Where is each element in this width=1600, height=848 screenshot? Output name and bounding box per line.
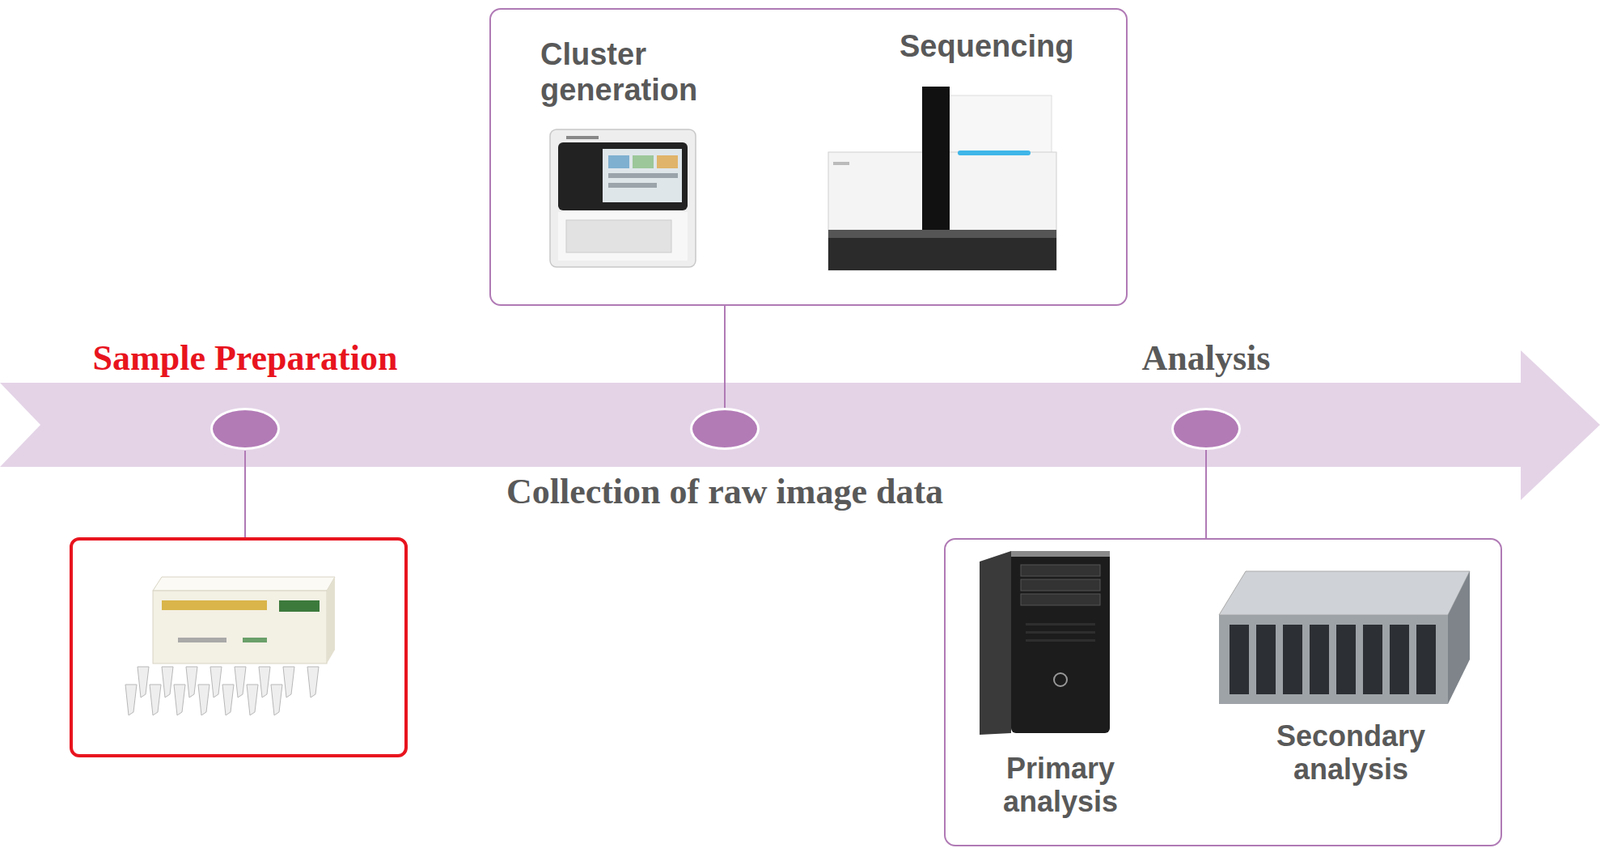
workstation-tower-part [1020,564,1101,576]
phase-dot: Analysis [1171,407,1241,450]
rack-server-part-part [1336,624,1356,695]
reagent-kit-part [152,576,335,591]
reagent-kit [125,576,335,716]
reagent-kit-part-part [186,666,198,698]
reagent-kit-part-part [307,666,319,698]
reagent-kit-part [326,576,335,664]
workstation-tower [979,550,1110,735]
reagent-kit-part [161,600,267,610]
reagent-kit-part-part [222,684,234,716]
cluster-station-part [632,155,654,169]
reagent-kit-part [242,637,267,643]
rack-server-part-part [1282,624,1303,695]
connector-line [1205,449,1207,538]
reagent-kit-part-part [210,666,222,698]
sequencer-part [946,95,1052,157]
sequencer-part [828,229,1057,238]
reagent-kit-part [125,666,319,716]
reagent-kit-part [152,590,327,664]
phase-dot: Collection of raw image data [689,407,760,450]
rack-server-part-part [1256,624,1276,695]
rack-server-part-part [1416,624,1436,695]
reagent-kit-part-part [246,684,259,716]
rack-server-part [1447,571,1470,704]
workstation-tower-part [1020,579,1101,591]
phase-dot: Sample Preparation [210,407,280,450]
reagent-kit-part-part [270,684,283,716]
cluster-station-part [608,182,657,188]
rack-server-part [1219,571,1470,615]
workstation-tower-part [1011,550,1110,557]
highlight-frame [71,538,407,756]
reagent-kit-part-part [283,666,295,698]
workstation-tower-part [1025,622,1096,626]
reagent-kit-part-part [149,684,161,716]
phase-label: Sample Preparation [93,338,398,380]
step-label: Secondary analysis [1245,719,1457,787]
workstation-tower-part [1025,639,1096,642]
leader-line [245,450,246,539]
reagent-kit-part-part [198,684,210,716]
reagent-kit-part-part [234,666,246,698]
workstation-tower-part [1025,630,1096,634]
cluster-station-part [566,135,599,140]
cluster-station-part [608,173,678,178]
rack-server-part-part [1309,624,1330,695]
highlight-frame-part [71,538,407,756]
sequencer-part [828,229,1057,271]
reagent-kit-part-part [137,666,149,698]
step-label: Primary analysis [963,751,1158,819]
cluster-station-part [608,155,630,169]
sequencer [828,86,1057,271]
workstation-tower-part [1011,550,1110,733]
step-label: Cluster generation [540,37,735,108]
cluster-station-part [550,129,696,267]
workstation-tower-part [1020,593,1101,606]
rack-server-part-part [1362,624,1383,695]
sequencer-part [957,150,1031,156]
sequencer-part [833,161,850,166]
cluster-station-part [656,155,678,169]
rack-server-part [1219,614,1448,704]
workstation-tower-part [979,550,1012,735]
reagent-kit-part [177,637,227,643]
step-label: Sequencing [899,29,1118,65]
rack-server-part [1229,624,1436,695]
phase-label: Analysis [1142,338,1271,380]
stage-panel: Primary analysis Secondary analysis [943,537,1503,847]
cluster-station-part [558,142,688,211]
reagent-kit-part [279,600,320,612]
reagent-kit-part-part [161,666,174,698]
leader-line-part [244,450,246,539]
phase-label: Collection of raw image data [506,471,944,513]
rack-server-part-part [1389,624,1410,695]
reagent-kit-part-part [125,684,137,716]
stage-panel: Cluster generation Sequencing [489,8,1128,306]
cluster-station-part [566,220,672,253]
reagent-kit-part-part [173,684,186,716]
cluster-station-part [558,211,688,261]
cluster-station [550,129,696,267]
rack-server-part-part [1229,624,1249,695]
rack-server [1219,571,1470,704]
workstation-tower-part [1053,673,1067,686]
connector-line [723,305,726,408]
reagent-kit-part-part [258,666,271,698]
cluster-station-part [602,148,682,203]
